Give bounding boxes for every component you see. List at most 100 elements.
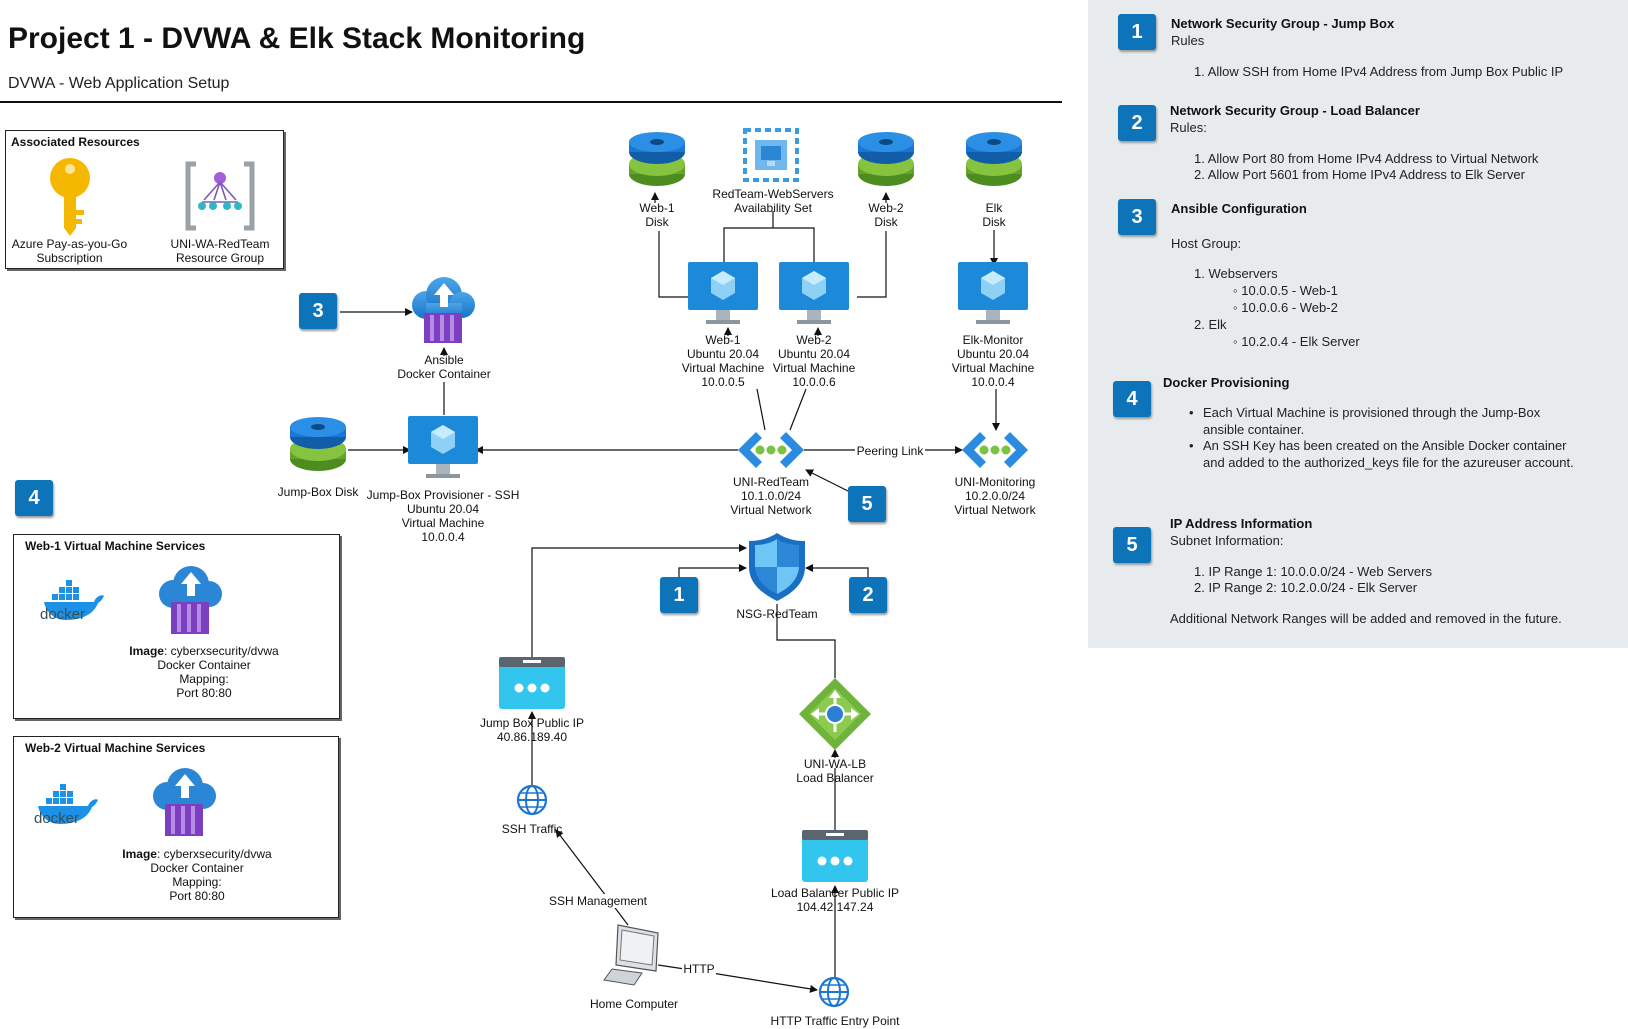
web1-services-title: Web-1 Virtual Machine Services xyxy=(25,539,206,553)
info-s3-item: ◦ 10.2.0.4 - Elk Server xyxy=(1233,334,1360,349)
header-divider xyxy=(0,101,1062,103)
elk-disk-icon xyxy=(966,132,1022,186)
badge-3-ansible: 3 xyxy=(299,293,337,329)
azure-subscription-key-icon xyxy=(50,158,90,236)
info-badge-5: 5 xyxy=(1113,527,1151,563)
diagram-canvas xyxy=(50,128,1028,1008)
badge-2-nsg: 2 xyxy=(849,577,887,613)
info-badge-4: 4 xyxy=(1113,381,1151,417)
ssh-traffic-globe-icon xyxy=(516,784,548,816)
info-s4-title: Docker Provisioning xyxy=(1163,375,1290,390)
info-s2-title: Network Security Group - Load Balancer xyxy=(1170,103,1420,118)
associated-resources-panel: Associated Resources xyxy=(5,130,284,269)
availability-set-icon xyxy=(743,128,799,182)
page-title: Project 1 - DVWA & Elk Stack Monitoring xyxy=(8,22,586,55)
info-s5-note: Additional Network Ranges will be added … xyxy=(1170,611,1562,626)
info-s5-title: IP Address Information xyxy=(1170,516,1313,531)
web2-vm-icon xyxy=(779,262,849,324)
web2-services-panel: Web-2 Virtual Machine Services docker Im… xyxy=(13,736,339,918)
web1-services-panel: Web-1 Virtual Machine Services docker Im… xyxy=(13,534,340,719)
web1-vm-icon xyxy=(688,262,758,324)
home-computer-label: Home Computer xyxy=(589,997,679,1011)
info-s4-bullet: • xyxy=(1189,438,1194,453)
info-s4-item: ansible container. xyxy=(1203,422,1305,437)
jumpbox-vm-icon xyxy=(408,416,478,478)
monitoring-vnet-icon xyxy=(962,432,1028,468)
badge-1-nsg: 1 xyxy=(660,577,698,613)
redteam-vnet-icon xyxy=(738,432,804,468)
ansible-container-icon xyxy=(412,277,475,343)
info-s1-sub: Rules xyxy=(1171,33,1205,48)
web1-disk-icon xyxy=(629,132,685,186)
nsg-label: NSG-RedTeam xyxy=(736,607,818,621)
docker-whale-icon xyxy=(38,784,98,824)
elk-vm-icon xyxy=(958,262,1028,324)
docker-word: docker xyxy=(40,606,86,623)
info-s4-item: Each Virtual Machine is provisioned thro… xyxy=(1203,405,1541,420)
jump-public-ip-icon xyxy=(499,657,565,709)
badge-5-vnet: 5 xyxy=(848,486,886,522)
jumpbox-disk-icon xyxy=(290,417,346,471)
info-s3-item: ◦ 10.0.0.6 - Web-2 xyxy=(1233,300,1338,315)
info-badge-2: 2 xyxy=(1118,105,1156,141)
info-s5-sub: Subnet Information: xyxy=(1170,533,1284,548)
ssh-management-label: SSH Management xyxy=(548,894,648,908)
docker-word: docker xyxy=(34,810,80,827)
info-badge-1: 1 xyxy=(1118,14,1156,50)
badge-4-docker: 4 xyxy=(15,480,53,516)
http-label: HTTP xyxy=(682,962,716,976)
info-s2-sub: Rules: xyxy=(1170,120,1207,135)
peering-link-label: Peering Link xyxy=(855,444,925,458)
info-s2-item: 1. Allow Port 80 from Home IPv4 Address … xyxy=(1194,151,1539,166)
info-s1-item: 1. Allow SSH from Home IPv4 Address from… xyxy=(1194,64,1564,79)
resource-group-icon xyxy=(185,161,255,231)
home-computer-icon xyxy=(603,924,659,986)
resources-title: Associated Resources xyxy=(11,135,140,149)
info-s5-item: 1. IP Range 1: 10.0.0.0/24 - Web Servers xyxy=(1194,564,1432,579)
info-s3-item: 2. Elk xyxy=(1194,317,1227,332)
docker-whale-icon xyxy=(44,580,104,620)
info-s3-title: Ansible Configuration xyxy=(1171,201,1307,216)
info-s3-item: ◦ 10.0.0.5 - Web-1 xyxy=(1233,283,1338,298)
ssh-traffic-label: SSH Traffic xyxy=(501,822,563,836)
http-entry-globe-icon xyxy=(818,976,850,1008)
info-s4-bullet: • xyxy=(1189,405,1194,420)
web2-services-details: Image: cyberxsecurity/dvwa Docker Contai… xyxy=(122,847,272,903)
nsg-shield-icon xyxy=(749,533,805,601)
info-s3-sub: Host Group: xyxy=(1171,236,1242,251)
load-balancer-icon xyxy=(799,678,871,750)
web1-services-details: Image: cyberxsecurity/dvwa Docker Contai… xyxy=(129,644,279,700)
web1-container-icon xyxy=(159,566,222,634)
info-s3-item: 1. Webservers xyxy=(1194,266,1278,281)
jumpbox-disk-label: Jump-Box Disk xyxy=(277,485,359,499)
info-s4-item: An SSH Key has been created on the Ansib… xyxy=(1203,438,1567,453)
web2-services-title: Web-2 Virtual Machine Services xyxy=(25,741,206,755)
info-s1-title: Network Security Group - Jump Box xyxy=(1171,16,1395,31)
info-panel: 1 Network Security Group - Jump Box Rule… xyxy=(1088,0,1628,648)
info-s4-item: and added to the authorized_keys file fo… xyxy=(1203,455,1574,470)
page-subtitle: DVWA - Web Application Setup xyxy=(8,75,230,92)
info-badge-3: 3 xyxy=(1118,199,1156,235)
info-s5-item: 2. IP Range 2: 10.2.0.0/24 - Elk Server xyxy=(1194,580,1418,595)
web2-container-icon xyxy=(153,768,216,836)
lb-public-ip-icon xyxy=(802,830,868,882)
http-entry-label: HTTP Traffic Entry Point xyxy=(770,1014,900,1028)
web2-disk-icon xyxy=(858,132,914,186)
info-s2-item: 2. Allow Port 5601 from Home IPv4 Addres… xyxy=(1194,167,1525,182)
